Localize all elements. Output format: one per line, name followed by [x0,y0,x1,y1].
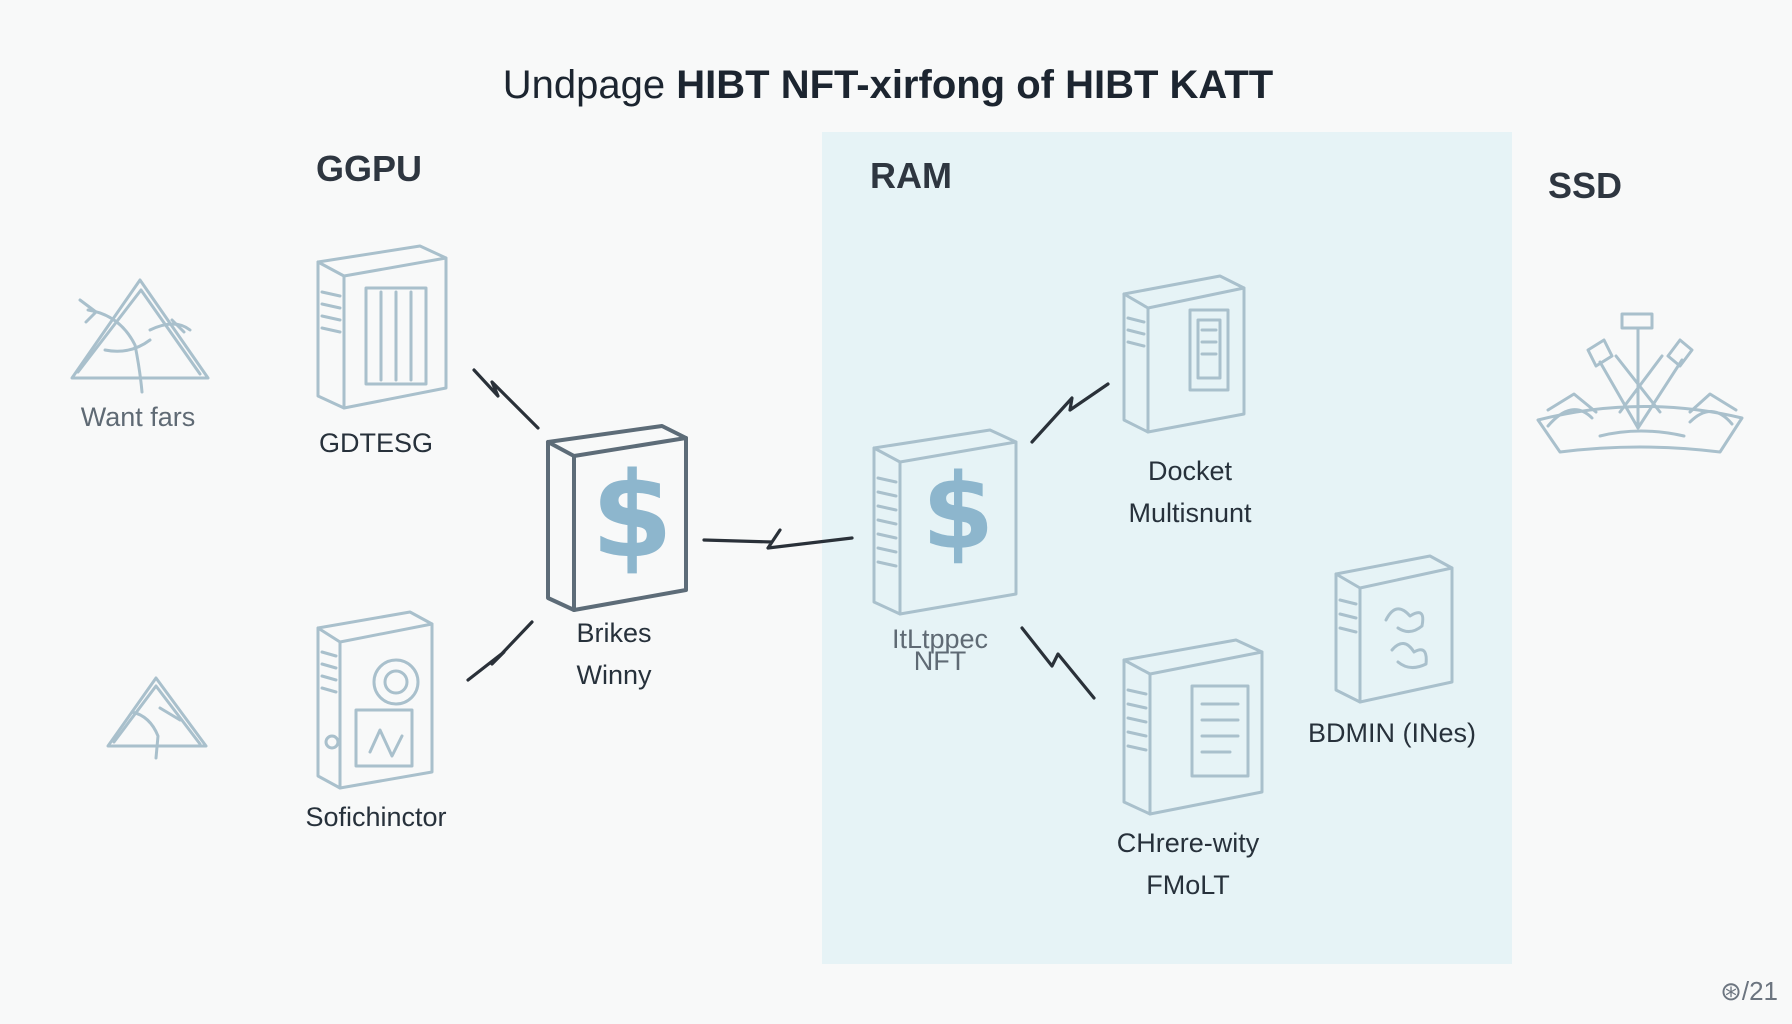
connector-ram-to-docket [1030,382,1110,444]
server-tower-icon [1122,638,1264,816]
server-tower-icon [316,610,434,790]
page-number: ⊛/21 [1720,976,1778,1006]
title-bold: HIBT NFT-xirfong of HIBT KATT [676,63,1273,107]
ship-icon [1536,312,1744,454]
node-label-brikes-line1: Brikes [576,618,651,648]
node-label-ram-center-line1: ItLtppec [892,624,988,654]
server-tower-icon [316,244,448,410]
node-label-docket-line2: Multisnunt [1128,498,1252,528]
node-label-sofichinctor: Sofichinctor [305,802,446,832]
node-label-gdtesg: GDTESG [319,428,433,458]
book-icon [1334,554,1454,704]
connector-money-to-ram [702,528,854,550]
svg-text:$: $ [591,446,673,584]
section-label-ram: RAM [870,155,952,196]
node-label-want-fars: Want fars [81,402,196,432]
title-prefix: Undpage [503,63,676,107]
node-label-docket-line1: Docket [1148,456,1233,486]
section-label-ssd: SSD [1548,165,1622,206]
node-label-chrere-line1: CHrere-wity [1117,828,1260,858]
node-label-ram-center-line2: NFT [914,646,966,676]
dollar-box-icon: $ [546,424,688,612]
diagram-title: Undpage HIBT NFT-xirfong of HIBT KATT [503,63,1273,107]
section-label-gpu: GGPU [316,148,422,189]
node-label-bdmin: BDMIN (INes) [1308,718,1476,748]
node-label-brikes-line2: Winny [576,660,652,690]
sketched-triangle-icon [106,676,208,760]
sketched-triangle-icon [70,278,210,394]
connector-sofichinctor-to-money [466,620,534,682]
connector-gdtesg-to-money [472,368,540,430]
server-tower-icon [1122,274,1246,434]
dollar-box-icon [872,428,1018,616]
ram-panel [822,132,1512,964]
node-label-chrere-line2: FMoLT [1146,870,1230,900]
dollar-sign: $ [922,451,994,573]
connector-ram-to-chrere [1020,626,1096,700]
